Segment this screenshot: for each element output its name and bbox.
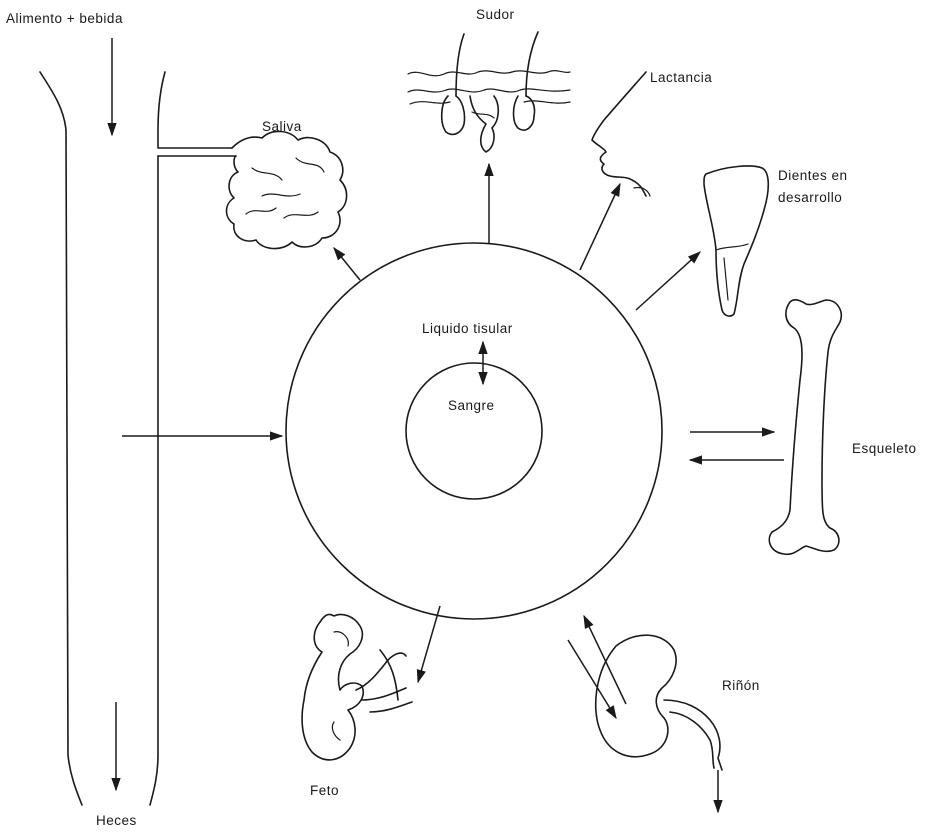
fetus-label: Feto <box>310 783 339 798</box>
blood-label: Sangre <box>448 398 495 413</box>
lactation-arrow <box>580 184 620 270</box>
from-kidney-arrow <box>584 616 626 704</box>
blood-circle <box>406 363 542 499</box>
tooth-icon <box>704 166 768 316</box>
tissue-fluid-label: Liquido tisular <box>422 321 513 336</box>
to-kidney-arrow <box>568 640 616 718</box>
bone-icon <box>769 300 841 554</box>
sweat-label: Sudor <box>476 7 515 22</box>
saliva-arrow <box>334 248 360 280</box>
face-profile-icon <box>592 72 650 196</box>
fetus-icon <box>302 614 412 759</box>
salivary-gland-icon <box>227 131 347 248</box>
sweat-gland-icon <box>408 32 570 152</box>
teeth-arrow <box>636 252 700 310</box>
fetus-arrow <box>418 606 440 682</box>
food-drink-label: Alimento + bebida <box>6 11 123 26</box>
feces-label: Heces <box>96 813 137 828</box>
kidney-icon <box>596 635 722 770</box>
skeleton-label: Esqueleto <box>852 441 917 456</box>
teeth-label-line2: desarrollo <box>778 190 842 205</box>
lactation-label: Lactancia <box>650 70 712 85</box>
saliva-label: Saliva <box>262 119 302 134</box>
teeth-label-line1: Dientes en <box>778 168 848 183</box>
kidney-label: Riñón <box>722 678 760 693</box>
tissue-fluid-circle <box>286 243 662 619</box>
gut-tube <box>40 72 236 805</box>
